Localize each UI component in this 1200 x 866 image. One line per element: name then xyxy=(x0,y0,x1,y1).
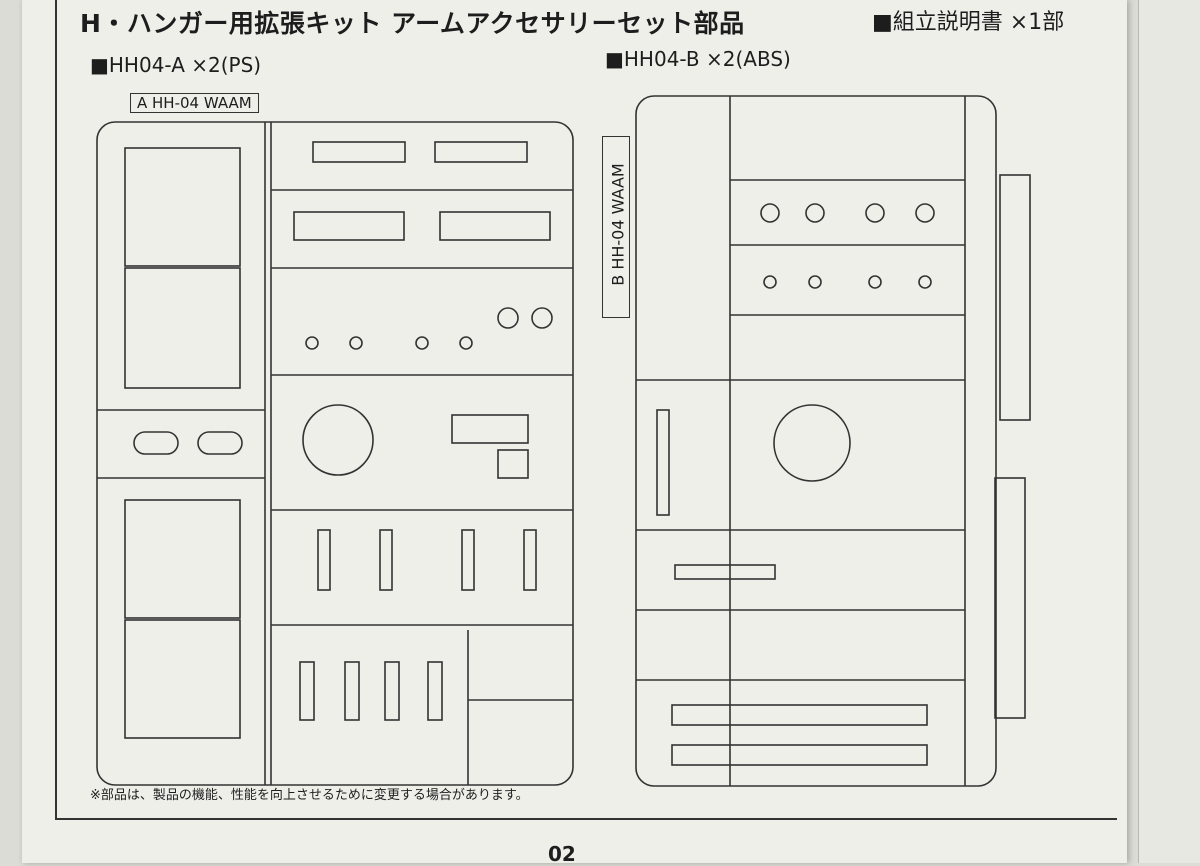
page-title: H・ハンガー用拡張キット アームアクセサリーセット部品 xyxy=(80,9,745,38)
page-number: 02 xyxy=(548,842,576,866)
next-page-edge xyxy=(1138,0,1200,863)
runner-b-frame xyxy=(635,95,997,787)
runner-b-diagram xyxy=(635,95,1031,787)
manual-page xyxy=(22,0,1127,863)
runner-a-heading: ■HH04-A ×2(PS) xyxy=(90,53,262,77)
manual-count-note: ■組立説明書 ×1部 xyxy=(872,10,1065,35)
runner-a-diagram xyxy=(96,121,574,786)
runner-a-tag: A HH-04 WAAM xyxy=(130,93,259,113)
page-frame xyxy=(55,0,1117,820)
footnote: ※部品は、製品の機能、性能を向上させるために変更する場合があります。 xyxy=(90,788,529,803)
runner-a-frame xyxy=(96,121,574,786)
runner-b-tag: B HH-04 WAAM xyxy=(602,136,630,318)
runner-b-tag-label: B HH-04 WAAM xyxy=(608,163,628,286)
runner-b-heading: ■HH04-B ×2(ABS) xyxy=(605,47,791,71)
